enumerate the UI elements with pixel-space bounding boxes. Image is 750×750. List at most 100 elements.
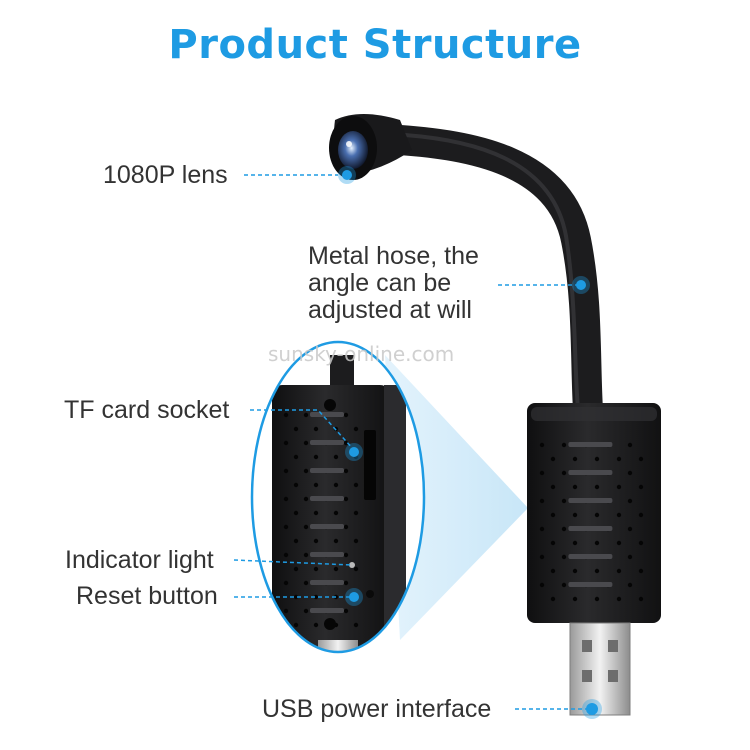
- vent-slot: [568, 582, 613, 587]
- vent-hole: [283, 524, 289, 530]
- vent-slot: [310, 580, 344, 585]
- vent-slot: [310, 412, 344, 417]
- vent-hole: [313, 454, 319, 460]
- vent-hole: [616, 568, 622, 574]
- vent-hole: [293, 426, 299, 432]
- vent-hole: [293, 454, 299, 460]
- vent-hole: [638, 512, 644, 518]
- vent-hole: [539, 526, 545, 532]
- vent-hole: [627, 582, 633, 588]
- vent-hole: [293, 510, 299, 516]
- vent-hole: [594, 512, 600, 518]
- vent-slot: [310, 608, 344, 613]
- vent-hole: [293, 482, 299, 488]
- vent-hole: [283, 440, 289, 446]
- usb-plug: [569, 622, 631, 716]
- vent-hole: [333, 566, 339, 572]
- vent-hole: [313, 566, 319, 572]
- label-usb-power-interface: USB power interface: [262, 695, 492, 723]
- label-tf-card-socket: TF card socket: [64, 396, 230, 424]
- vent-hole: [572, 540, 578, 546]
- vent-hole: [561, 442, 567, 448]
- vent-hole: [313, 594, 319, 600]
- vent-hole: [638, 456, 644, 462]
- label-hose-line2: angle can be: [308, 269, 452, 297]
- vent-hole: [550, 456, 556, 462]
- watermark: sunsky-online.com: [268, 342, 455, 366]
- callout-markers: [338, 166, 602, 719]
- vent-hole: [616, 540, 622, 546]
- vent-hole: [303, 524, 309, 530]
- vent-slot: [568, 498, 613, 503]
- vent-hole: [572, 484, 578, 490]
- vent-hole: [293, 622, 299, 628]
- label-hose-line1: Metal hose, the: [308, 242, 479, 270]
- vent-hole: [343, 440, 349, 446]
- vent-hole: [627, 554, 633, 560]
- vent-slot: [310, 440, 344, 445]
- vent-hole: [333, 510, 339, 516]
- vent-hole: [627, 470, 633, 476]
- vent-hole: [343, 580, 349, 586]
- vent-hole: [353, 538, 359, 544]
- vent-hole: [303, 552, 309, 558]
- vent-hole: [550, 512, 556, 518]
- vent-hole: [353, 510, 359, 516]
- vent-hole: [572, 456, 578, 462]
- vent-hole: [550, 484, 556, 490]
- metal-hose: [385, 125, 603, 425]
- camera-head: [329, 114, 412, 180]
- vent-hole: [283, 580, 289, 586]
- vent-hole: [572, 596, 578, 602]
- vent-hole: [343, 524, 349, 530]
- vent-hole: [283, 468, 289, 474]
- vent-hole: [627, 498, 633, 504]
- vent-hole: [313, 538, 319, 544]
- vent-slot: [568, 554, 613, 559]
- vent-slot: [310, 496, 344, 501]
- vent-hole: [343, 468, 349, 474]
- vent-hole: [313, 482, 319, 488]
- vent-hole: [638, 568, 644, 574]
- vent-hole: [353, 566, 359, 572]
- vent-hole: [550, 568, 556, 574]
- vent-hole: [627, 442, 633, 448]
- vent-hole: [313, 622, 319, 628]
- device-body: [527, 403, 661, 623]
- vent-slot: [310, 524, 344, 529]
- vent-hole: [539, 442, 545, 448]
- vent-hole: [353, 426, 359, 432]
- vent-slot: [568, 470, 613, 475]
- vent-hole: [594, 456, 600, 462]
- vent-hole: [550, 596, 556, 602]
- label-lens: 1080P lens: [103, 161, 228, 189]
- vent-hole: [594, 484, 600, 490]
- vent-hole: [594, 596, 600, 602]
- vent-hole: [333, 482, 339, 488]
- vent-hole: [616, 484, 622, 490]
- vent-hole: [594, 568, 600, 574]
- label-reset-button: Reset button: [76, 582, 218, 610]
- vent-slot: [568, 442, 613, 447]
- vent-hole: [572, 568, 578, 574]
- vent-hole: [539, 498, 545, 504]
- vent-hole: [616, 512, 622, 518]
- label-hose-line3: adjusted at will: [308, 296, 472, 324]
- vent-hole: [638, 484, 644, 490]
- label-indicator-light: Indicator light: [65, 546, 214, 574]
- vent-hole: [594, 540, 600, 546]
- vent-hole: [283, 552, 289, 558]
- vent-hole: [293, 566, 299, 572]
- vent-hole: [572, 512, 578, 518]
- vent-hole: [303, 468, 309, 474]
- vent-hole: [539, 582, 545, 588]
- zoom-detail: [272, 355, 406, 652]
- vent-hole: [283, 608, 289, 614]
- vent-hole: [539, 470, 545, 476]
- vent-slot: [310, 468, 344, 473]
- vent-hole: [561, 498, 567, 504]
- vent-hole: [627, 526, 633, 532]
- vent-hole: [303, 608, 309, 614]
- vent-hole: [283, 496, 289, 502]
